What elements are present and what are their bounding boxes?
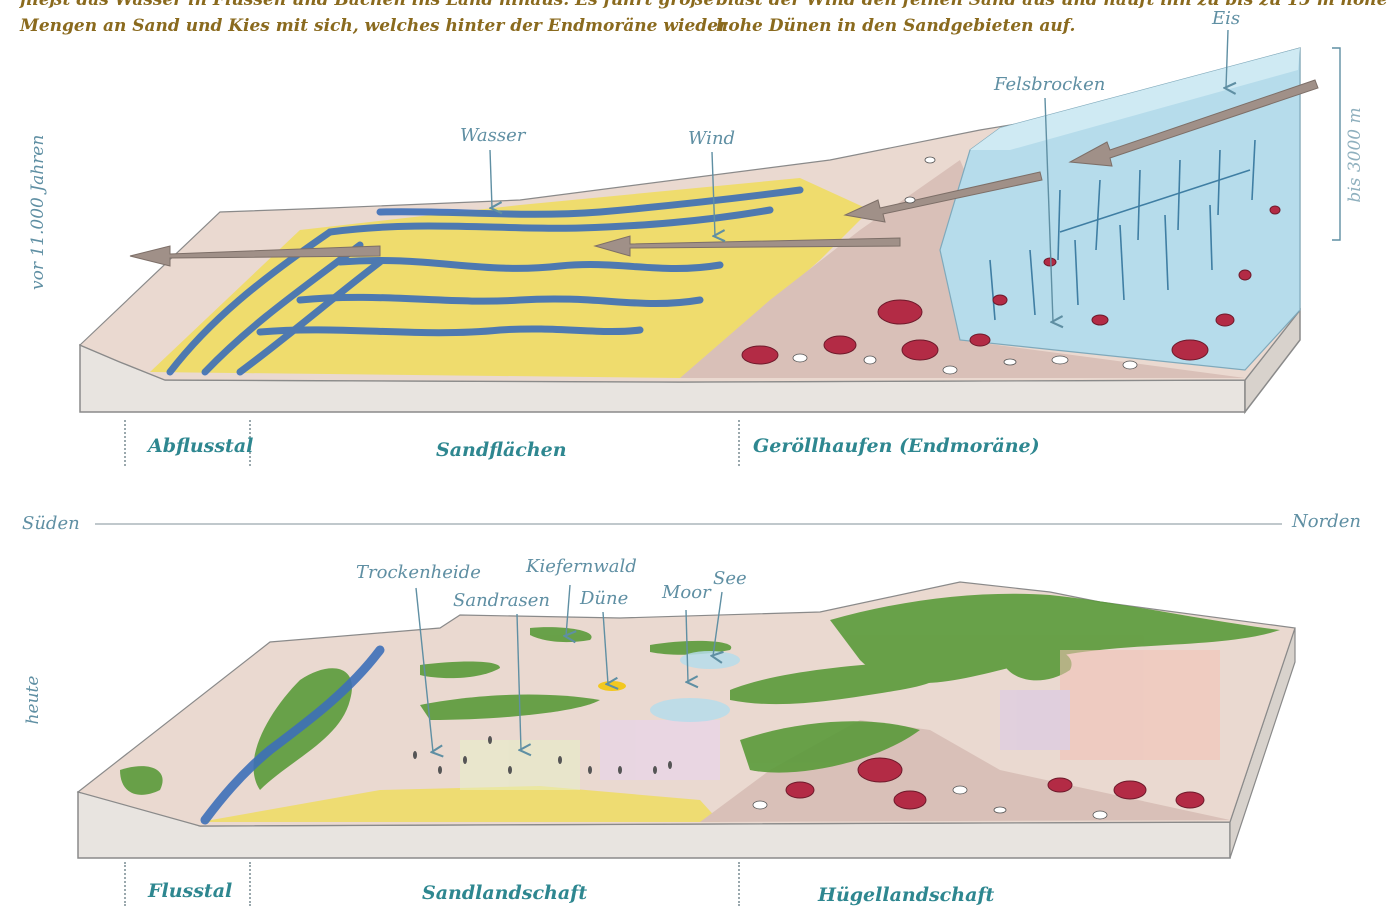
- divider: [124, 862, 126, 906]
- divider: [738, 862, 740, 906]
- label-felsbrocken: Felsbrocken: [994, 74, 1105, 95]
- region-geroellhaufen: Geröllhaufen (Endmoräne): [753, 435, 1040, 457]
- divider: [124, 420, 126, 466]
- top-block: [80, 30, 1340, 412]
- divider: [249, 862, 251, 906]
- divider: [738, 420, 740, 466]
- region-huegellandschaft: Hügellandschaft: [818, 884, 994, 906]
- label-sandrasen: Sandrasen: [453, 590, 550, 611]
- axis-north: Norden: [1292, 511, 1361, 532]
- label-trockenheide: Trockenheide: [356, 562, 481, 583]
- label-wind: Wind: [688, 128, 735, 149]
- height-bracket: [1332, 48, 1340, 240]
- era-label-today: heute: [23, 665, 43, 735]
- region-sandflaechen: Sandflächen: [436, 439, 567, 461]
- height-label: bis 3000 m: [1345, 105, 1365, 205]
- axis-south: Süden: [22, 513, 80, 534]
- label-wasser: Wasser: [460, 125, 525, 146]
- label-moor: Moor: [662, 582, 711, 603]
- label-see: See: [713, 568, 747, 589]
- era-label-ice-age: vor 11.000 Jahren: [28, 150, 48, 290]
- label-kiefernwald: Kiefernwald: [526, 556, 637, 577]
- label-eis: Eis: [1212, 8, 1240, 29]
- region-abflusstal: Abflusstal: [148, 435, 253, 457]
- label-duene: Düne: [580, 588, 628, 609]
- bottom-block: [78, 582, 1295, 858]
- region-sandlandschaft: Sandlandschaft: [422, 882, 587, 904]
- region-flusstal: Flusstal: [148, 880, 232, 902]
